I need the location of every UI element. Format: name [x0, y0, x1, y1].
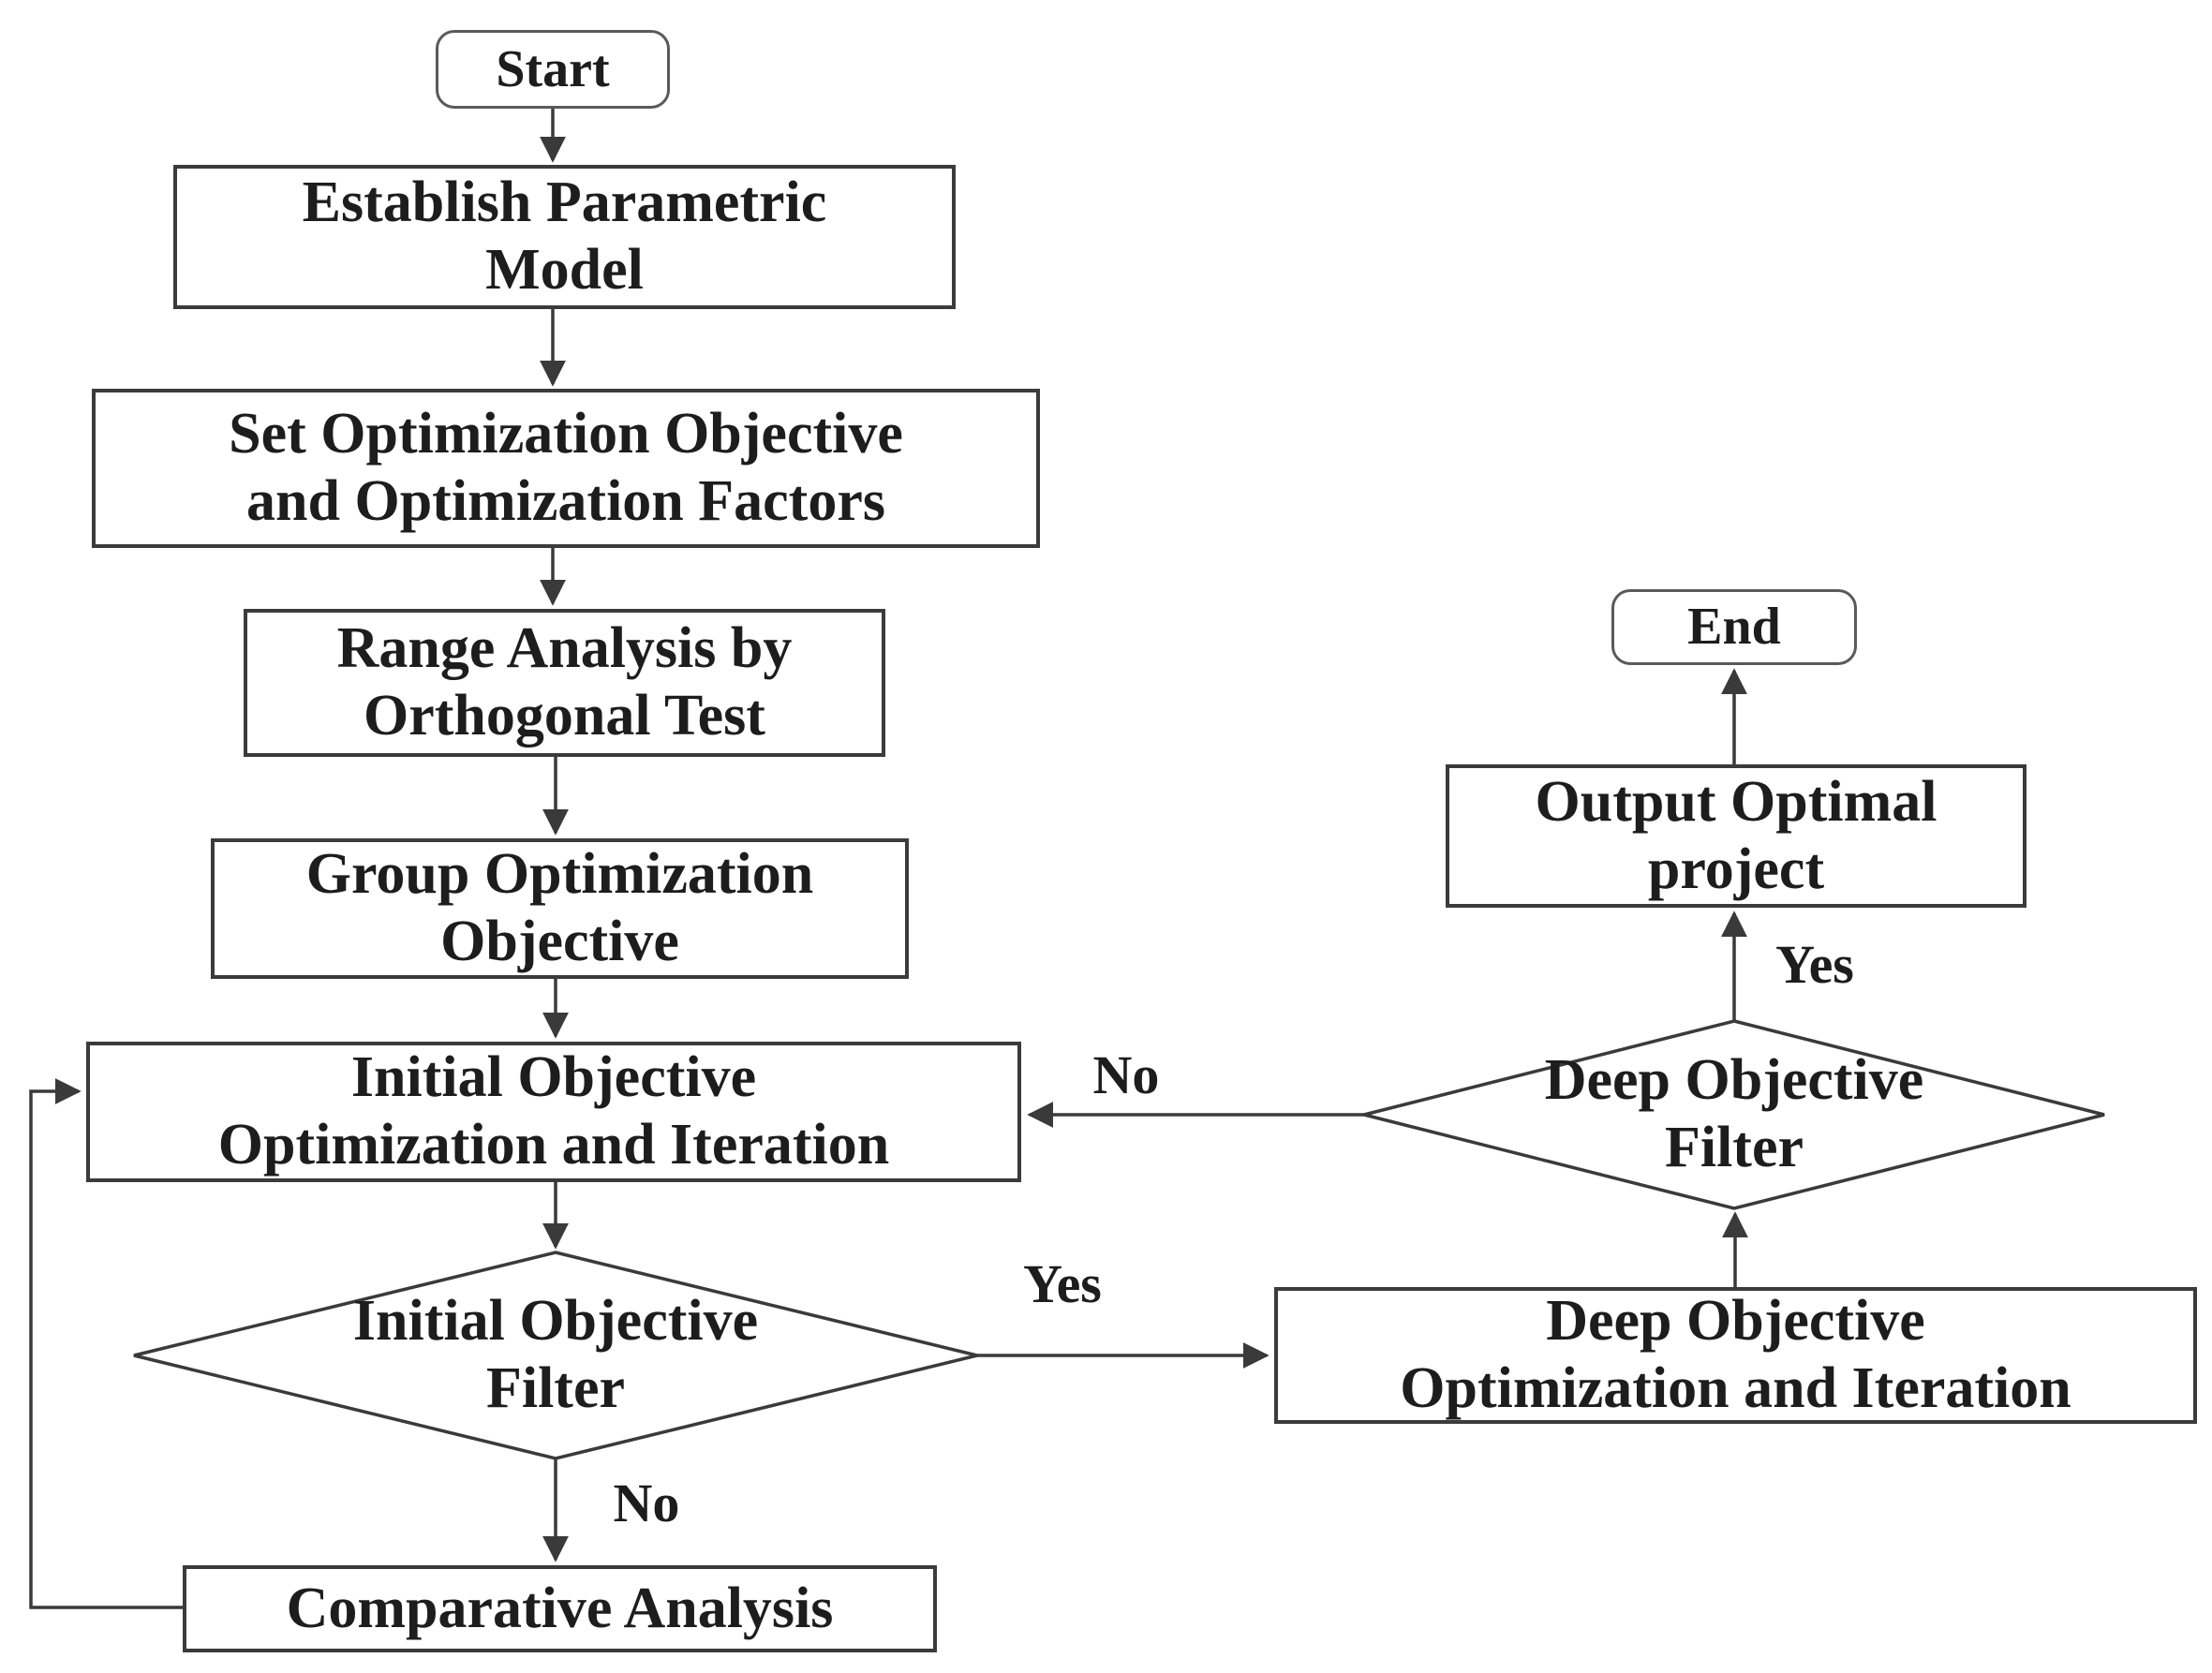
- node-end: End: [1611, 589, 1857, 665]
- node-output-line1: Output Optimal: [1535, 769, 1937, 834]
- node-initial-objective-optimization: Initial Objective Optimization and Itera…: [86, 1042, 1021, 1182]
- node-group-optimization-objective: Group Optimization Objective: [211, 838, 909, 979]
- node-establish-line2: Model: [485, 238, 644, 302]
- edge-label-deep-filter-no: No: [1092, 1044, 1160, 1105]
- node-range-analysis-line2: Orthogonal Test: [364, 684, 765, 748]
- node-end-label: End: [1687, 598, 1781, 657]
- node-deep-optimization-line1: Deep Objective: [1546, 1289, 1925, 1354]
- node-initial-optimization-line2: Optimization and Iteration: [217, 1113, 890, 1177]
- node-initial-optimization-line1: Initial Objective: [350, 1045, 757, 1110]
- edge-label-initial-filter-yes: Yes: [1023, 1253, 1102, 1314]
- edge-label-initial-filter-no: No: [613, 1473, 680, 1533]
- node-deep-optimization-line2: Optimization and Iteration: [1400, 1356, 2071, 1420]
- node-group-objective-line2: Objective: [440, 910, 679, 973]
- node-range-analysis: Range Analysis by Orthogonal Test: [244, 609, 885, 757]
- node-deep-objective-optimization: Deep Objective Optimization and Iteratio…: [1274, 1287, 2197, 1424]
- node-establish-parametric-model: Establish Parametric Model: [173, 165, 956, 309]
- node-establish-line1: Establish Parametric: [302, 170, 827, 235]
- node-output-optimal-project: Output Optimal project: [1446, 764, 2026, 908]
- node-output-line2: project: [1647, 836, 1825, 901]
- node-group-objective-line1: Group Optimization: [305, 842, 814, 907]
- node-start-label: Start: [496, 39, 610, 98]
- deep-filter-diamond: [1363, 1019, 2105, 1210]
- node-comparative-analysis: Comparative Analysis: [183, 1565, 937, 1652]
- node-start: Start: [436, 30, 670, 109]
- node-set-objective-line2: and Optimization Factors: [246, 469, 885, 533]
- edge-comparative-initialopt-loop: [29, 1078, 183, 1609]
- node-set-objective-line1: Set Optimization Objective: [229, 402, 903, 466]
- node-range-analysis-line1: Range Analysis by: [336, 616, 793, 681]
- node-set-optimization-objective: Set Optimization Objective and Optimizat…: [92, 389, 1040, 548]
- node-comparative-label: Comparative Analysis: [286, 1576, 834, 1640]
- initial-filter-diamond: [133, 1251, 978, 1460]
- edge-label-deep-filter-yes: Yes: [1775, 934, 1854, 995]
